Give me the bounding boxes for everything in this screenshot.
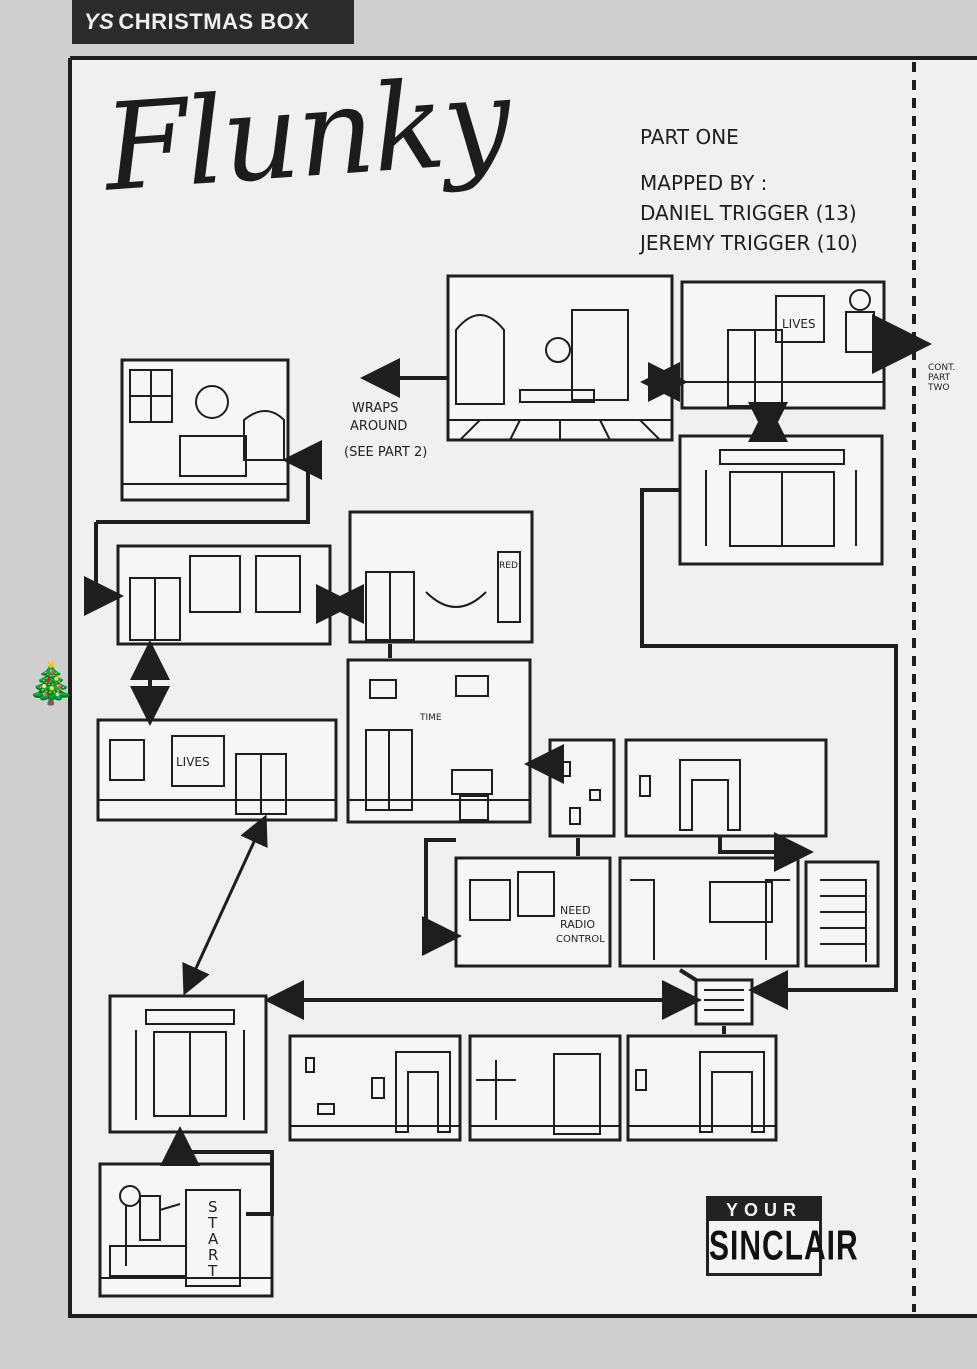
- room-stairs-a: [804, 860, 880, 968]
- map-frame: [68, 56, 977, 1318]
- room-radio: [454, 856, 612, 968]
- start-letter-3: A: [208, 1230, 219, 1248]
- cont-line-3: TWO: [927, 383, 949, 393]
- room-gallery: [346, 658, 532, 824]
- radio-line-3: CONTROL: [556, 934, 605, 945]
- logo-bottom: SINCLAIR: [709, 1223, 859, 1270]
- route-east: [640, 488, 898, 1010]
- room-cellar-a: [288, 1034, 462, 1142]
- room-cell-a: [548, 738, 616, 838]
- mapped-by-label: MAPPED BY :: [640, 171, 768, 195]
- christmas-tree-icon: 🎄: [26, 662, 76, 706]
- start-letter-5: T: [207, 1262, 218, 1280]
- radio-line-2: RADIO: [560, 918, 595, 931]
- lives-sign-top: LIVES: [782, 317, 816, 331]
- room-details: [98, 289, 884, 1287]
- room-cellar-b: [468, 1034, 622, 1142]
- cont-line-1: CONT.: [928, 363, 955, 373]
- start-letter-1: S: [208, 1198, 218, 1216]
- wraps-line-3: (SEE PART 2): [344, 445, 427, 460]
- room-corridor: [116, 544, 332, 646]
- room-lift: [694, 978, 754, 1026]
- author-1: DANIEL TRIGGER (13): [640, 201, 857, 225]
- room-cell-b: [624, 738, 828, 838]
- connectors: [84, 314, 932, 1216]
- wraps-line-1: WRAPS: [352, 401, 398, 416]
- lives-sign-hall: LIVES: [176, 755, 210, 769]
- start-letter-4: R: [208, 1246, 218, 1264]
- start-letter-2: T: [207, 1214, 218, 1232]
- wraps-line-2: AROUND: [350, 419, 407, 434]
- room-front-door: [108, 994, 268, 1134]
- header-label: CHRISTMAS BOX: [118, 9, 310, 34]
- room-office: [120, 358, 290, 502]
- part-label: PART ONE: [640, 125, 739, 149]
- credits: PART ONE MAPPED BY : DANIEL TRIGGER (13)…: [640, 122, 858, 258]
- radio-line-1: NEED: [560, 904, 591, 917]
- room-kitchen: [446, 274, 674, 442]
- header-prefix: YS: [84, 9, 115, 34]
- annotations: WRAPS AROUND (SEE PART 2) CONT. PART TWO…: [176, 317, 955, 1280]
- author-2: JEREMY TRIGGER (10): [640, 231, 858, 255]
- room-bathroom: [348, 510, 534, 644]
- red-label: RED: [499, 561, 518, 571]
- logo-top: YOUR: [709, 1199, 819, 1221]
- cont-line-2: PART: [928, 373, 951, 383]
- your-sinclair-logo: YOUR SINCLAIR: [706, 1196, 858, 1276]
- time-label: TIME: [419, 713, 442, 723]
- map-title: Flunky: [100, 51, 514, 219]
